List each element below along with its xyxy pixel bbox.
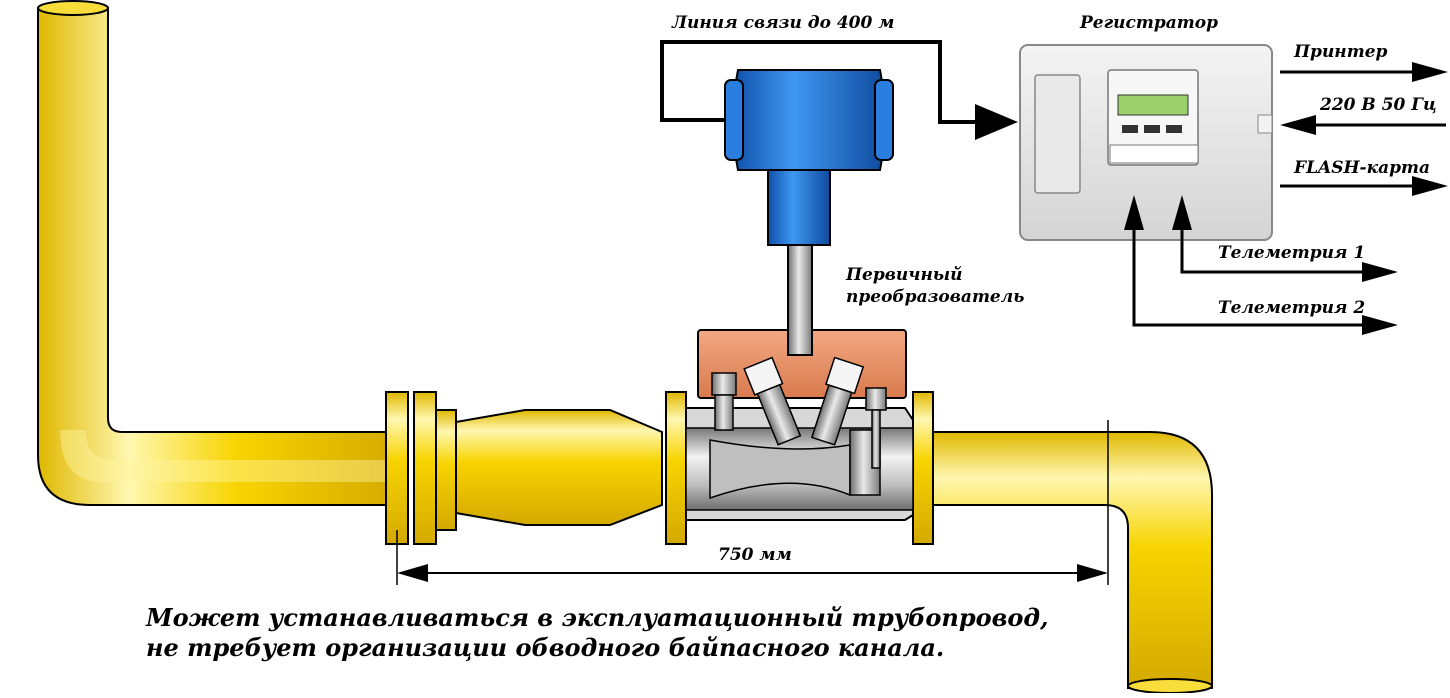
arrow-right-icon (1362, 262, 1398, 282)
flash-label: FLASH-карта (1294, 158, 1431, 178)
arrow-right-icon (1412, 176, 1448, 196)
link-line-label: Линия связи до 400 м (672, 13, 895, 33)
caption-line2: не требует организации обводного байпасн… (146, 633, 945, 662)
meter-body (665, 391, 934, 545)
primary-label-line2: преобразователь (846, 287, 1025, 307)
printer-label: Принтер (1294, 42, 1388, 62)
arrow-up-icon (1124, 195, 1144, 230)
power-label: 220 В 50 Гц (1320, 95, 1437, 115)
dimension-label: 750 мм (718, 545, 792, 565)
reducer (435, 409, 663, 531)
arrow-right-icon (975, 104, 1018, 140)
left-pipe (37, 0, 401, 506)
recorder-label: Регистратор (1080, 13, 1218, 33)
communication-line (660, 40, 1018, 140)
arrow-left-icon (1280, 115, 1316, 135)
primary-transmitter (724, 69, 894, 356)
telemetry1-label: Телеметрия 1 (1218, 243, 1366, 263)
primary-label-line1: Первичный (846, 265, 963, 285)
caption-line1: Может устанавливаться в эксплуатационный… (146, 603, 1049, 632)
output-lines (1124, 62, 1448, 335)
dimension-750 (396, 420, 1109, 585)
recorder-device (1019, 44, 1273, 241)
arrow-up-icon (1172, 195, 1192, 230)
telemetry2-label: Телеметрия 2 (1218, 298, 1366, 318)
sensors (711, 356, 887, 469)
flange-left (385, 391, 437, 545)
arrow-left-icon (397, 564, 428, 582)
arrow-right-icon (1362, 315, 1398, 335)
arrow-right-icon (1077, 564, 1108, 582)
right-pipe (929, 431, 1213, 694)
arrow-right-icon (1412, 62, 1448, 82)
